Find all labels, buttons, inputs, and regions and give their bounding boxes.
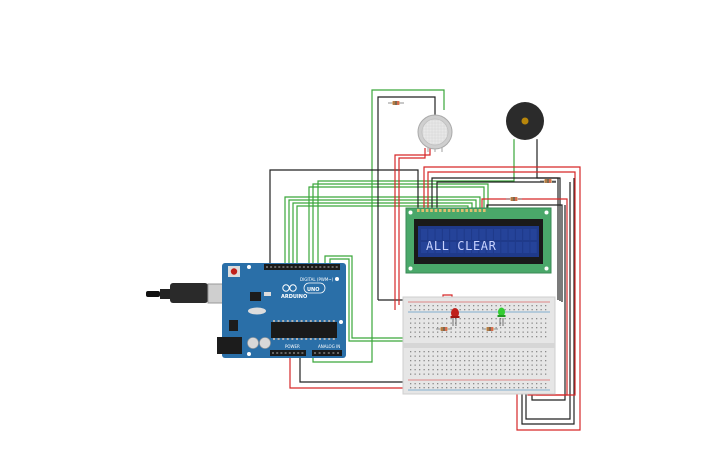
lcd-character-grid (421, 229, 537, 253)
breadboard-center-channel (403, 343, 555, 348)
arduino-model: UNO (307, 287, 320, 293)
capacitor-1 (247, 337, 259, 349)
digital-label: DIGITAL (PWM~) (300, 277, 334, 282)
arduino-uno[interactable]: DIGITAL (PWM~) ARDUINO UNO POWER AN (146, 263, 346, 358)
wire-green-9 (329, 258, 460, 342)
arduino-brand: ARDUINO (281, 294, 307, 300)
capacitor-2 (259, 337, 271, 349)
wire-red-2 (394, 148, 431, 310)
digital-header (264, 264, 340, 270)
lcd-message: ALL CLEAR (426, 239, 497, 253)
wire-black-11 (525, 182, 571, 420)
wire-black-8 (436, 181, 556, 210)
resistor-5[interactable] (482, 327, 498, 331)
analog-label: ANALOG IN (318, 344, 340, 349)
lcd-pin-header (417, 209, 486, 212)
wire-group-green-lcd (284, 89, 515, 363)
resistor-3[interactable] (506, 197, 522, 201)
piezo-center (521, 117, 529, 125)
wire-black-2 (377, 96, 436, 300)
resistor-2[interactable] (540, 179, 556, 183)
wire-green-1 (284, 196, 481, 265)
wire-green-10 (312, 89, 445, 363)
wire-black-7 (431, 177, 561, 301)
power-label: POWER (285, 344, 300, 349)
green-led-body (498, 307, 505, 317)
breadboard-holes (410, 305, 547, 389)
wire-red-6 (423, 166, 581, 431)
resistor-1[interactable] (388, 101, 404, 105)
wire-black-10 (521, 178, 575, 425)
resistor-4[interactable] (436, 327, 452, 331)
breadboard[interactable] (402, 296, 556, 395)
gas-sensor[interactable] (417, 114, 453, 152)
wire-red-1 (289, 355, 410, 389)
power-header (270, 350, 306, 356)
wire-green-7 (317, 140, 515, 265)
red-led[interactable] (450, 308, 460, 326)
wire-red-3 (398, 148, 426, 305)
lcd-display[interactable]: ALL CLEAR (405, 207, 552, 274)
wire-red-8 (481, 198, 568, 396)
analog-header (312, 350, 342, 356)
wire-black-1 (269, 169, 419, 265)
crystal (248, 307, 266, 315)
power-jack[interactable] (217, 337, 242, 354)
wire-black-4 (299, 355, 410, 383)
piezo-buzzer[interactable] (506, 102, 544, 145)
wire-green-2 (288, 199, 477, 265)
green-led[interactable] (497, 307, 506, 327)
wire-green-6 (312, 183, 489, 265)
atmega-chip (271, 322, 337, 338)
red-led-body (451, 308, 459, 318)
wire-green-3 (292, 202, 473, 265)
arduino-logo: ARDUINO UNO (281, 282, 326, 300)
